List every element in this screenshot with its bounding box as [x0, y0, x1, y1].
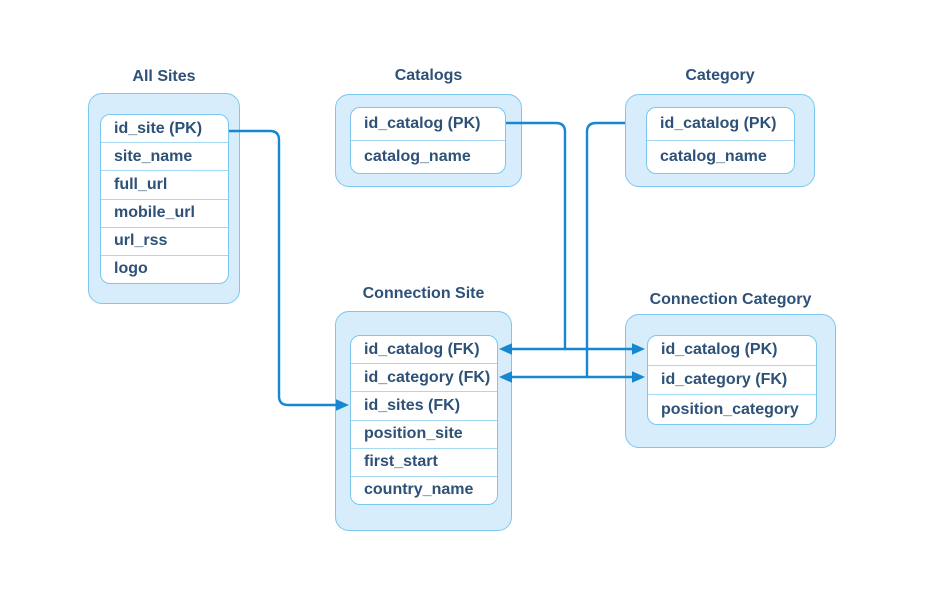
table-row: mobile_url	[101, 200, 228, 228]
table-category[interactable]: id_catalog (PK) catalog_name	[625, 94, 815, 187]
table-row: catalog_name	[660, 148, 767, 165]
table-connection-category[interactable]: id_catalog (PK) id_category (FK) positio…	[625, 314, 836, 448]
table-field-list: id_catalog (PK) id_category (FK) positio…	[647, 335, 817, 425]
table-row: country_name	[364, 481, 474, 499]
table-row: first_start	[351, 449, 497, 477]
table-row: id_category (FK)	[351, 364, 497, 393]
table-row: logo	[114, 260, 148, 278]
table-all-sites[interactable]: id_site (PK) site_name full_url mobile_u…	[88, 93, 240, 304]
table-title-connection-category: Connection Category	[649, 291, 812, 308]
connector-allsites-to-connectionsite	[229, 129, 338, 407]
table-title-category: Category	[685, 67, 755, 84]
table-title-connection-site: Connection Site	[362, 285, 485, 302]
table-row: site_name	[101, 143, 228, 172]
table-row: full_url	[101, 171, 228, 200]
table-row: id_category (FK)	[648, 366, 816, 396]
table-row: id_catalog (FK)	[351, 336, 497, 365]
table-row: id_catalog (PK)	[647, 108, 794, 141]
table-row: id_catalog (PK)	[648, 336, 816, 366]
table-title-all-sites: All Sites	[132, 68, 196, 85]
table-connection-site[interactable]: id_catalog (FK) id_category (FK) id_site…	[335, 311, 512, 531]
table-row: url_rss	[101, 228, 228, 256]
table-field-list: id_catalog (PK) catalog_name	[646, 107, 795, 174]
connector-category-stem	[585, 121, 625, 377]
table-row: id_site (PK)	[101, 115, 228, 144]
table-row: id_catalog (PK)	[351, 108, 505, 141]
table-field-list: id_catalog (PK) catalog_name	[350, 107, 506, 174]
table-field-list: id_site (PK) site_name full_url mobile_u…	[100, 114, 229, 284]
table-row: position_category	[661, 400, 799, 418]
table-row: position_site	[351, 421, 497, 449]
table-catalogs[interactable]: id_catalog (PK) catalog_name	[335, 94, 522, 187]
table-row: catalog_name	[364, 148, 471, 165]
table-row: id_sites (FK)	[351, 392, 497, 421]
table-field-list: id_catalog (FK) id_category (FK) id_site…	[350, 335, 498, 505]
table-title-catalogs: Catalogs	[394, 67, 463, 84]
